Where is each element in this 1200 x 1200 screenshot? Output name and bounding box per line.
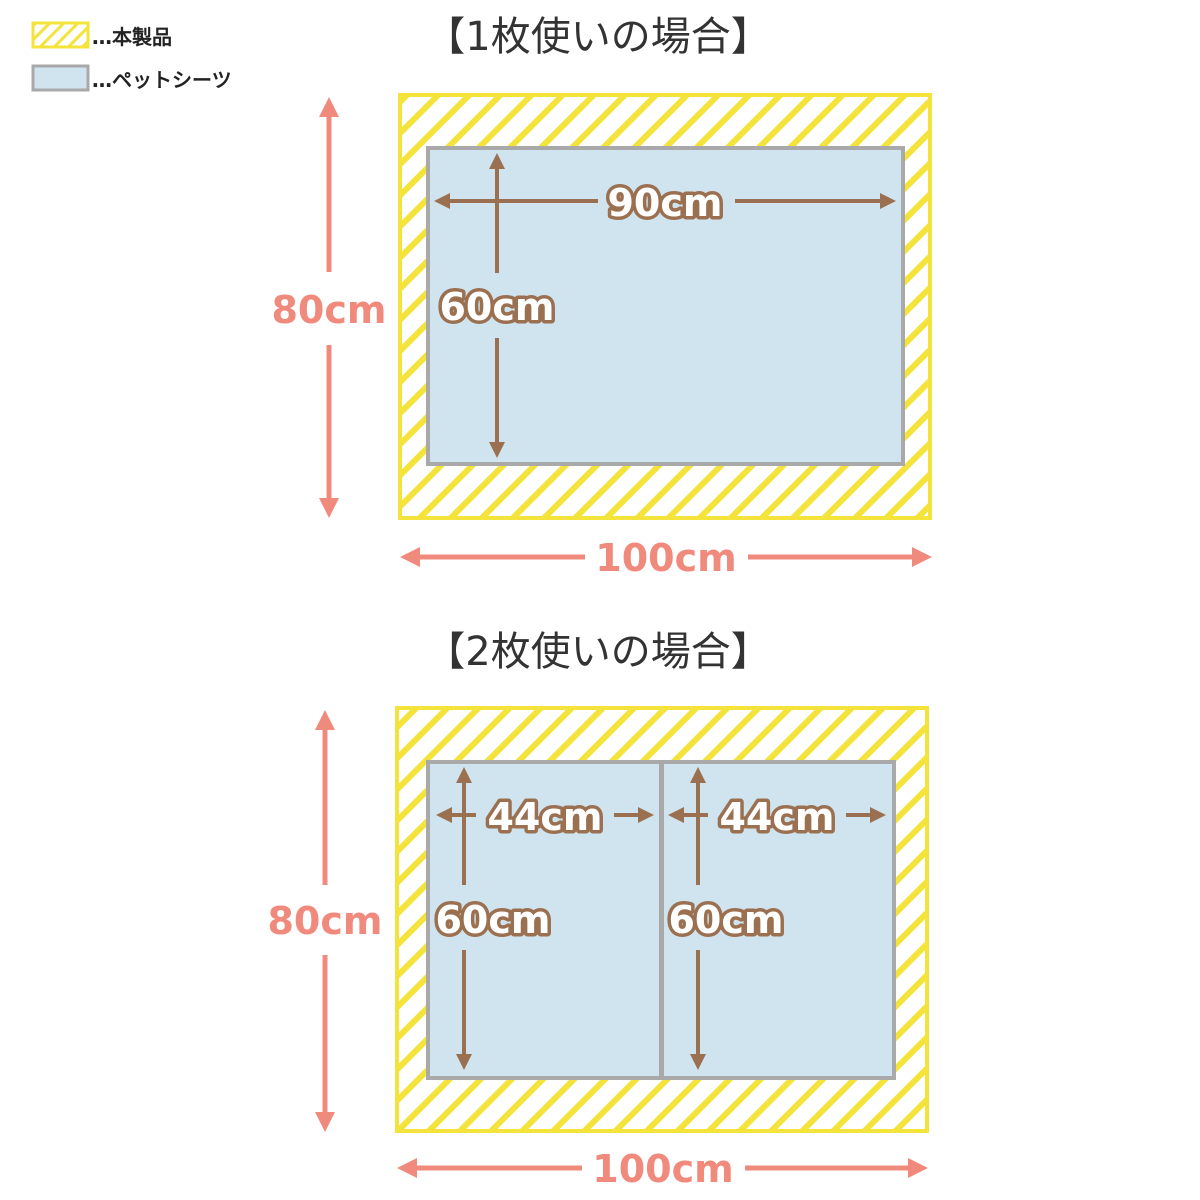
- sheet-right-height-label: 60cm: [668, 898, 783, 942]
- sheet-left-width-arrow: [436, 807, 654, 823]
- sheet-height-label: 60cm: [439, 285, 554, 329]
- sheet-width-arrow: [434, 193, 896, 209]
- legend: …本製品 …ペットシーツ: [31, 21, 232, 92]
- legend-product-swatch: [31, 21, 90, 49]
- outer-height-label: 80cm: [267, 899, 382, 943]
- sheet-right-width-label: 44cm: [719, 795, 834, 839]
- diagram-title: 【2枚使いの場合】: [425, 629, 770, 675]
- diagram-two-sheets: 【2枚使いの場合】 80cm 100cm 44cm: [267, 629, 929, 1191]
- outer-height-label: 80cm: [271, 288, 386, 332]
- outer-width-label: 100cm: [595, 536, 736, 580]
- sheet-width-label: 90cm: [607, 181, 722, 225]
- sheet-height-arrow: [489, 153, 505, 458]
- legend-sheet-label: …ペットシーツ: [92, 68, 232, 92]
- outer-height-arrow: [315, 710, 335, 1132]
- outer-width-arrow: [400, 547, 932, 567]
- sheet-right-width-arrow: [668, 807, 886, 823]
- sheet-left-width-label: 44cm: [487, 795, 602, 839]
- sheet-right-height-arrow: [690, 767, 706, 1070]
- diagram-single-sheet: 【1枚使いの場合】 80cm 100cm 90cm: [271, 14, 932, 580]
- outer-height-arrow: [319, 97, 339, 518]
- sheet-left-height-label: 60cm: [435, 898, 550, 942]
- outer-width-label: 100cm: [592, 1147, 733, 1191]
- diagram-title: 【1枚使いの場合】: [425, 14, 770, 60]
- legend-sheet-swatch: [31, 64, 90, 92]
- sheet-left-height-arrow: [456, 767, 472, 1070]
- outer-width-arrow: [397, 1158, 928, 1178]
- legend-product-label: …本製品: [92, 25, 172, 49]
